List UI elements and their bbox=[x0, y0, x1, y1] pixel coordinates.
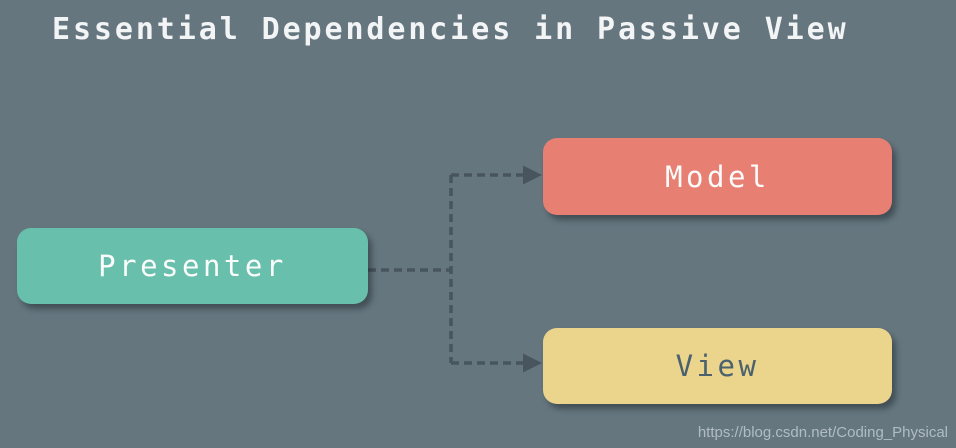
arrowhead-view-icon bbox=[523, 353, 542, 373]
arrowhead-model-icon bbox=[523, 165, 542, 185]
node-view: View bbox=[543, 328, 892, 404]
node-presenter: Presenter bbox=[17, 228, 368, 304]
watermark: https://blog.csdn.net/Coding_Physical bbox=[697, 424, 948, 441]
page-title: Essential Dependencies in Passive View bbox=[52, 12, 849, 47]
node-presenter-label: Presenter bbox=[98, 249, 287, 283]
node-view-label: View bbox=[675, 349, 760, 383]
node-model-label: Model bbox=[665, 159, 770, 194]
node-model: Model bbox=[543, 138, 892, 215]
